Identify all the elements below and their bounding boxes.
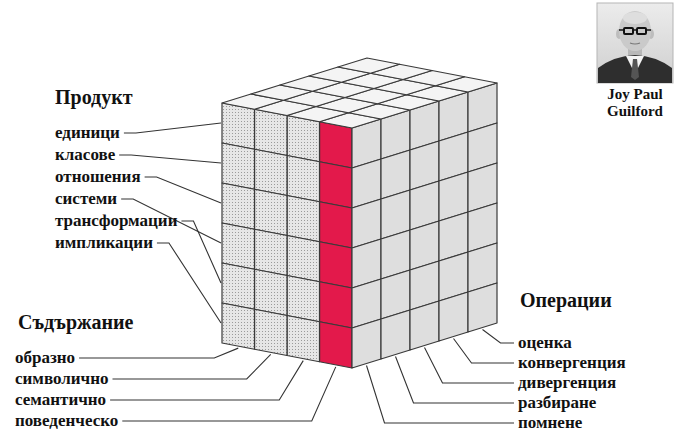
operation-label: разбиране bbox=[518, 393, 596, 413]
right-face-cell bbox=[352, 319, 381, 368]
label-slot: конвергенция bbox=[518, 353, 626, 373]
label-slot: разбиране bbox=[518, 393, 596, 413]
highlighted-cell bbox=[320, 322, 353, 368]
operation-label: конвергенция bbox=[518, 353, 626, 373]
left-face-cell bbox=[255, 149, 288, 195]
label-slot: единици bbox=[55, 123, 120, 143]
left-face-cell bbox=[222, 263, 255, 309]
label-slot: семантично bbox=[15, 390, 106, 410]
leader-line bbox=[122, 367, 335, 421]
product-label: отношения bbox=[55, 167, 141, 187]
left-face-cell bbox=[222, 143, 255, 189]
operation-label: дивергенция bbox=[518, 373, 616, 393]
leader-line bbox=[367, 366, 515, 424]
label-slot: Продукт bbox=[55, 85, 133, 109]
label-slot: Съдържание bbox=[18, 310, 133, 334]
label-slot: символично bbox=[15, 369, 108, 389]
leader-line bbox=[454, 339, 515, 364]
leader-line bbox=[110, 361, 303, 400]
left-face-cell bbox=[287, 156, 320, 202]
operation-label: оценка bbox=[518, 333, 572, 353]
label-slot: отношения bbox=[55, 167, 141, 187]
product-label: импликации bbox=[55, 233, 153, 253]
label-slot: трансформации bbox=[55, 211, 177, 231]
content-label: поведенческо bbox=[15, 411, 118, 431]
left-face-cell bbox=[287, 196, 320, 242]
highlighted-cell bbox=[320, 242, 353, 288]
right-face-cell bbox=[468, 283, 497, 332]
label-slot: Joy Paul Guilford bbox=[595, 86, 675, 120]
content-label: семантично bbox=[15, 390, 106, 410]
left-face-cell bbox=[287, 116, 320, 162]
right-face-cell bbox=[439, 292, 468, 341]
label-slot: системи bbox=[55, 189, 117, 209]
left-face-cell bbox=[287, 316, 320, 362]
left-face-cell bbox=[222, 223, 255, 269]
left-face-cell bbox=[287, 276, 320, 322]
label-slot: образно bbox=[15, 348, 75, 368]
leader-line bbox=[112, 354, 270, 379]
leader-line bbox=[79, 348, 238, 358]
label-slot: Операции bbox=[520, 288, 612, 312]
product-label: класове bbox=[55, 145, 115, 165]
leader-line bbox=[396, 357, 515, 404]
guilford-cube bbox=[222, 58, 497, 368]
product-label: трансформации bbox=[55, 211, 177, 231]
product-label: системи bbox=[55, 189, 117, 209]
portrait-photo bbox=[597, 3, 673, 83]
leader-line bbox=[425, 348, 515, 384]
leader-lines bbox=[79, 123, 514, 423]
right-face-cell bbox=[410, 301, 439, 350]
left-face-cell bbox=[222, 303, 255, 349]
label-slot: дивергенция bbox=[518, 373, 616, 393]
left-face-cell bbox=[287, 236, 320, 282]
axis-title: Съдържание bbox=[18, 310, 133, 334]
highlighted-cell bbox=[320, 282, 353, 328]
portrait-caption: Joy Paul Guilford bbox=[595, 86, 675, 120]
left-face-cell bbox=[255, 189, 288, 235]
label-slot: помнене bbox=[518, 413, 582, 433]
content-label: символично bbox=[15, 369, 108, 389]
product-label: единици bbox=[55, 123, 120, 143]
left-face-cell bbox=[255, 269, 288, 315]
left-face-cell bbox=[222, 183, 255, 229]
leader-line bbox=[483, 330, 515, 344]
leader-line bbox=[181, 221, 221, 283]
leader-line bbox=[119, 155, 221, 163]
leader-line bbox=[145, 177, 221, 203]
operation-label: помнене bbox=[518, 413, 582, 433]
content-label: образно bbox=[15, 348, 75, 368]
left-face-cell bbox=[255, 309, 288, 355]
axis-title: Операции bbox=[520, 288, 612, 312]
highlighted-cell bbox=[320, 162, 353, 208]
right-face-cell bbox=[381, 310, 410, 359]
highlighted-cell bbox=[320, 202, 353, 248]
leader-line bbox=[157, 243, 221, 323]
left-face-cell bbox=[222, 103, 255, 149]
label-slot: импликации bbox=[55, 233, 153, 253]
label-slot: оценка bbox=[518, 333, 572, 353]
label-slot: класове bbox=[55, 145, 115, 165]
left-face-cell bbox=[255, 109, 288, 155]
leader-line bbox=[124, 123, 221, 133]
left-face-cell bbox=[255, 229, 288, 275]
top-face-cell bbox=[338, 58, 400, 73]
label-slot: поведенческо bbox=[15, 411, 118, 431]
axis-title: Продукт bbox=[55, 85, 133, 109]
highlighted-cell bbox=[320, 122, 353, 168]
